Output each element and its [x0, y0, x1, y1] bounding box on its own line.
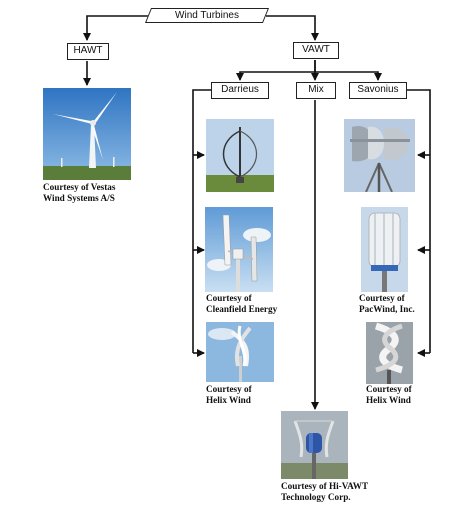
mix-box: Mix: [296, 82, 336, 99]
mix-caption: Courtesy of Hi-VAWT Technology Corp.: [281, 481, 368, 502]
h-rotor-photo: [205, 207, 273, 292]
savonius-turbine-photo: [344, 119, 415, 192]
darrieus-caption-1-line1: Courtesy of: [206, 293, 252, 303]
darrieus-caption-2-line1: Courtesy of: [206, 384, 252, 394]
darrieus-box: Darrieus: [211, 82, 269, 99]
edge-vawt-savonius: [315, 71, 382, 81]
hawt-caption-line1: Courtesy of Vestas: [43, 182, 116, 192]
hawt-caption-line2: Wind Systems A/S: [43, 192, 115, 203]
darrieus-caption-2: Courtesy of Helix Wind: [206, 384, 252, 405]
root-label: Wind Turbines: [175, 10, 239, 21]
hawt-caption: Courtesy of Vestas Wind Systems A/S: [43, 182, 115, 203]
darrieus-label: Darrieus: [221, 84, 259, 95]
mix-label: Mix: [308, 84, 324, 95]
vawt-box: VAWT: [293, 42, 339, 59]
root-node: Wind Turbines: [144, 8, 270, 23]
edge-root-hawt: [83, 15, 150, 41]
savonius-label: Savonius: [357, 84, 399, 95]
vawt-label: VAWT: [302, 44, 330, 55]
hawt-box: HAWT: [67, 43, 109, 60]
helix-darrieus-photo: [206, 322, 274, 382]
mix-turbine-photo: [281, 411, 348, 479]
darrieus-turbine-photo: [206, 119, 274, 192]
savonius-caption-1-line1: Courtesy of: [359, 293, 405, 303]
hawt-label: HAWT: [73, 45, 103, 56]
edge-savonius-trunk: [406, 89, 431, 353]
savonius-box: Savonius: [349, 82, 407, 99]
hawt-turbine-photo: [43, 88, 131, 180]
mix-caption-line2: Technology Corp.: [281, 491, 351, 502]
mix-caption-line1: Courtesy of Hi-VAWT: [281, 481, 369, 491]
pacwind-turbine-photo: [361, 207, 408, 292]
helix-savonius-photo: [366, 322, 413, 384]
savonius-caption-1: Courtesy of PacWind, Inc.: [359, 293, 415, 314]
edge-vawt-darrieus: [236, 60, 316, 81]
savonius-caption-2-line2: Helix Wind: [366, 394, 411, 405]
edge-darrieus-trunk: [192, 89, 211, 353]
darrieus-caption-1: Courtesy of Cleanfield Energy: [206, 293, 277, 314]
edge-root-vawt: [266, 15, 319, 41]
darrieus-caption-2-line2: Helix Wind: [206, 394, 251, 405]
savonius-caption-2: Courtesy of Helix Wind: [366, 384, 412, 405]
darrieus-caption-1-line2: Cleanfield Energy: [206, 303, 278, 314]
savonius-caption-2-line1: Courtesy of: [366, 384, 412, 394]
savonius-caption-1-line2: PacWind, Inc.: [359, 303, 415, 314]
